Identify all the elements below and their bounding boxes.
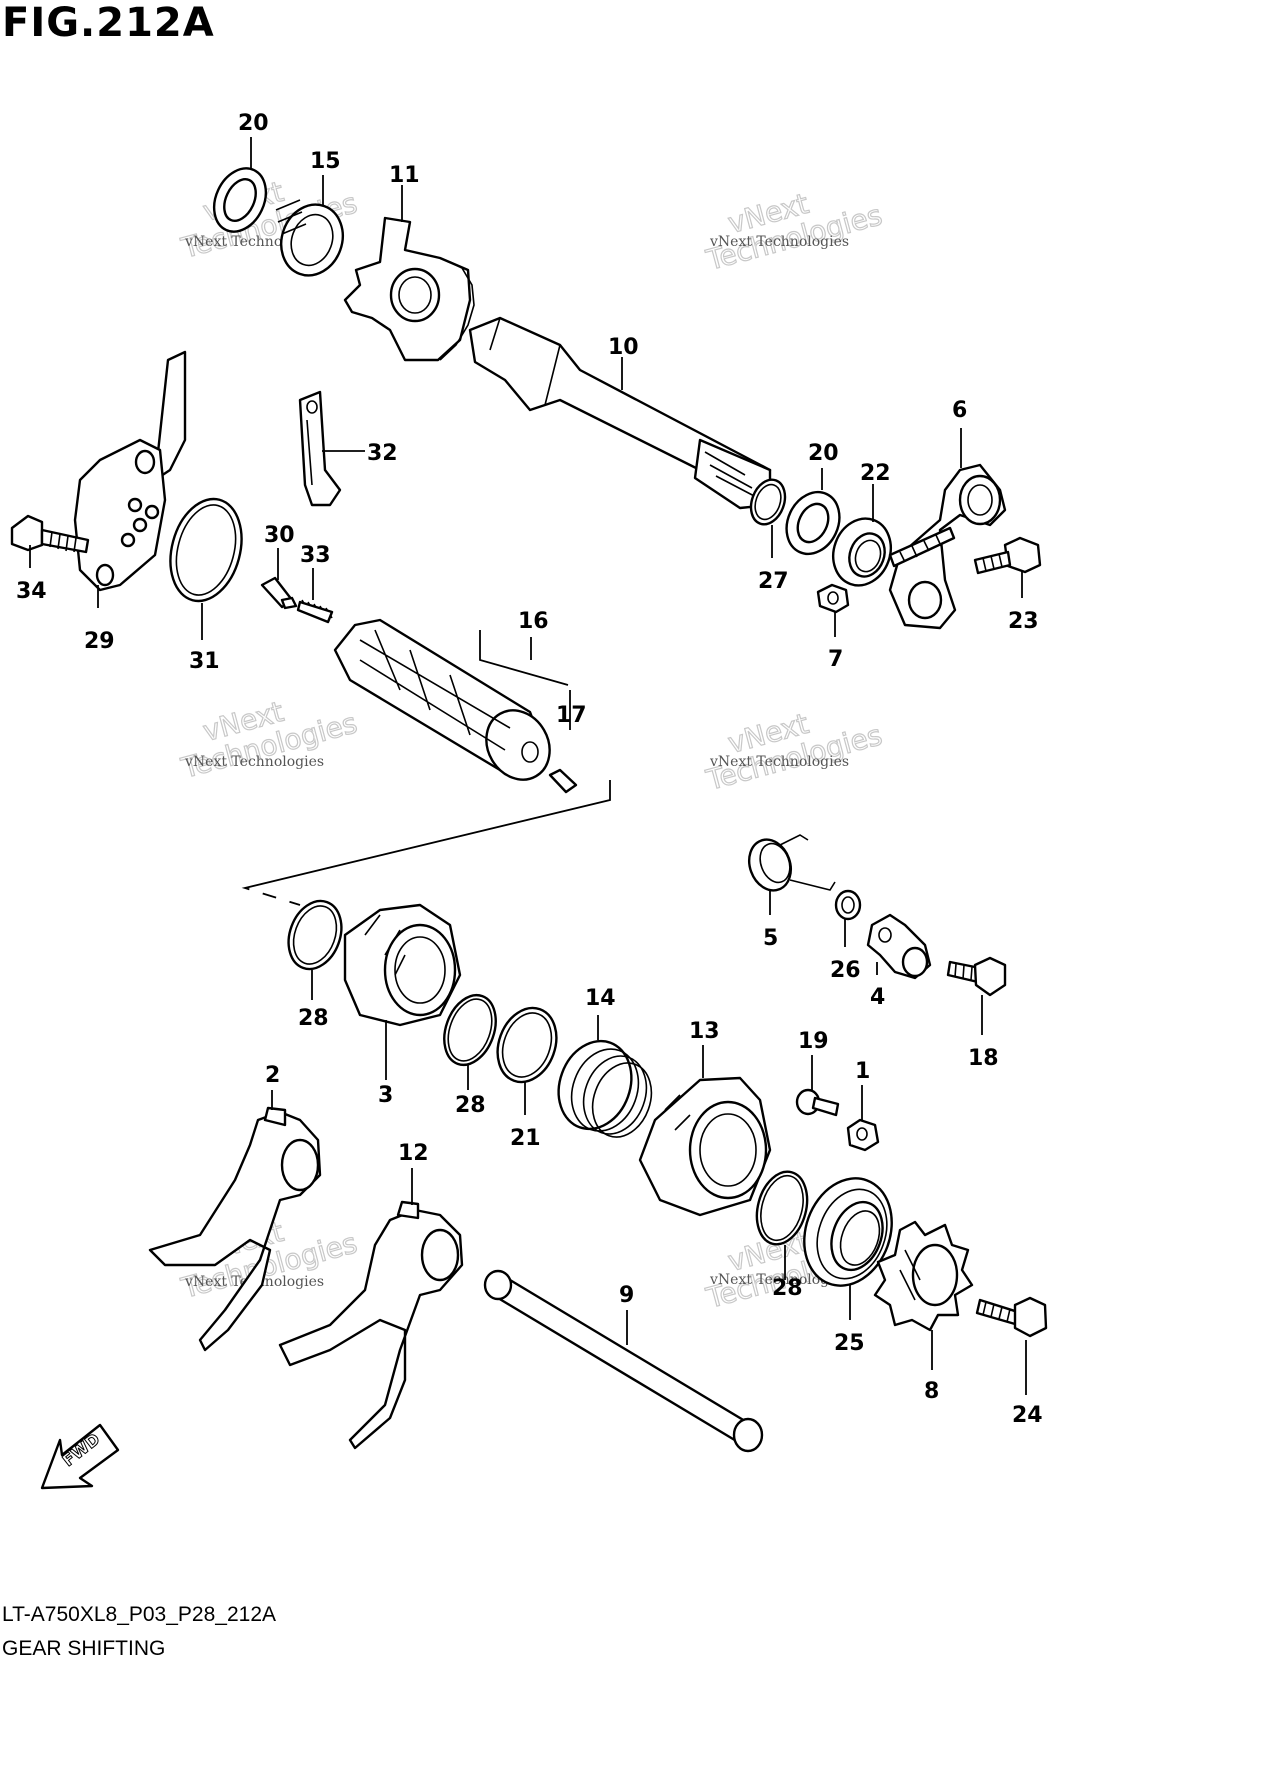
part-oring-31	[169, 497, 243, 603]
callout-15: 15	[310, 149, 341, 174]
callout-23: 23	[1008, 609, 1039, 634]
section-name: GEAR SHIFTING	[2, 1637, 166, 1660]
part-shaft-9	[483, 1269, 764, 1453]
watermark-small: vNext Technologies	[709, 1272, 849, 1288]
part-washer-20b	[785, 490, 841, 556]
callout-20: 20	[238, 111, 269, 136]
part-spring-5	[748, 834, 836, 892]
part-spring-14	[557, 1039, 653, 1138]
part-stopper-4	[866, 913, 932, 980]
callout-28b: 28	[455, 1093, 486, 1118]
callout-14: 14	[585, 986, 616, 1011]
callout-5: 5	[763, 926, 778, 951]
callout-20b: 20	[808, 441, 839, 466]
callout-29: 29	[84, 629, 115, 654]
callout-26: 26	[830, 958, 861, 983]
part-spring-33	[296, 599, 334, 624]
model-code: LT-A750XL8_P03_P28_212A	[2, 1603, 277, 1626]
part-circlip-28b	[443, 993, 497, 1067]
part-washer-20	[212, 167, 268, 233]
callout-19: 19	[798, 1029, 829, 1054]
fwd-arrow: FWD	[40, 1423, 120, 1490]
part-washer-21	[496, 1006, 558, 1084]
callout-33: 33	[300, 543, 331, 568]
callout-34: 34	[16, 579, 47, 604]
callout-21: 21	[510, 1126, 541, 1151]
callout-13: 13	[689, 1019, 720, 1044]
part-bolt-18	[946, 956, 1007, 997]
callout-24: 24	[1012, 1403, 1043, 1428]
part-gear-8	[873, 1220, 974, 1332]
part-circlip-28c	[755, 1170, 809, 1246]
callout-4: 4	[870, 985, 885, 1010]
callout-12: 12	[398, 1141, 429, 1166]
part-bolt-34	[10, 514, 90, 554]
callout-28c: 28	[772, 1276, 803, 1301]
callout-31: 31	[189, 649, 220, 674]
callout-32: 32	[367, 441, 398, 466]
callout-22: 22	[860, 461, 891, 486]
callout-11: 11	[389, 163, 420, 188]
part-cover-29	[73, 350, 187, 592]
watermark-small: vNext Technologies	[184, 754, 324, 770]
part-spring-15	[275, 199, 344, 277]
callout-6: 6	[952, 398, 967, 423]
part-shift-plate-11	[343, 216, 475, 362]
part-pin-17	[548, 768, 578, 794]
cam-reference-line	[241, 780, 611, 906]
callout-7: 7	[828, 647, 843, 672]
part-washer-26	[834, 889, 862, 921]
callout-labels: 20 15 11 10 32 6 20 22 34 29 31 30 33 27…	[16, 111, 1043, 1428]
part-bolt-23	[973, 536, 1042, 575]
part-cam-gear-13	[638, 1076, 772, 1217]
part-cam-gear-3	[343, 903, 462, 1027]
part-pin-30	[260, 576, 298, 610]
callout-27: 27	[758, 569, 789, 594]
part-bolt-24	[975, 1296, 1048, 1338]
callout-2: 2	[265, 1063, 280, 1088]
callout-8: 8	[924, 1379, 939, 1404]
callout-25: 25	[834, 1331, 865, 1356]
callout-3: 3	[378, 1083, 393, 1108]
callout-18: 18	[968, 1046, 999, 1071]
callout-17: 17	[556, 703, 587, 728]
part-nut-1	[846, 1118, 880, 1152]
callout-28: 28	[298, 1006, 329, 1031]
callout-10: 10	[608, 335, 639, 360]
callout-9: 9	[619, 1283, 634, 1308]
callout-30: 30	[264, 523, 295, 548]
part-clip-32	[298, 390, 342, 507]
part-circlip-27	[749, 478, 787, 526]
part-screw-19	[795, 1088, 840, 1117]
watermark-small: vNext Technologies	[709, 754, 849, 770]
watermark-small: vNext Technologies	[709, 234, 849, 250]
part-shift-fork-12	[278, 1200, 464, 1450]
part-shift-lever-6	[888, 463, 1007, 630]
part-nut-7	[816, 583, 850, 614]
bracket-16-17	[479, 630, 569, 686]
callout-1: 1	[855, 1059, 870, 1084]
part-seal-22	[832, 517, 892, 587]
figure-title: FIG.212A	[2, 0, 215, 46]
callout-16: 16	[518, 609, 549, 634]
leader-lines	[29, 137, 1027, 1395]
part-shift-fork-2	[148, 1106, 322, 1352]
part-bearing-25	[803, 1177, 893, 1287]
part-circlip-28	[287, 899, 343, 971]
part-shift-cam-16	[333, 618, 551, 781]
